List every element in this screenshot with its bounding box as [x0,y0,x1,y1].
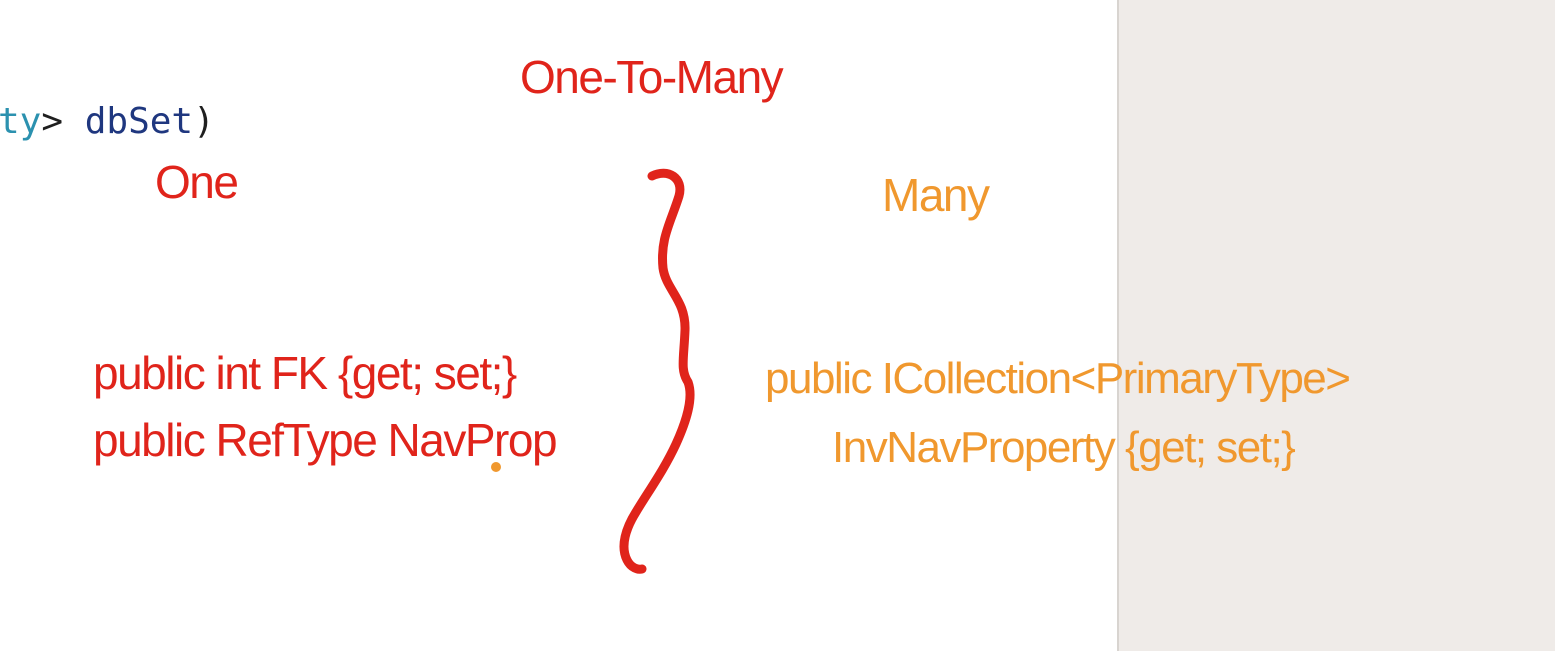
annotation-fk-property: public int FK {get; set;} [93,347,517,399]
annotation-many-label: Many [882,169,990,221]
annotation-one-label: One [155,156,239,208]
annotation-collection-type: public ICollection<PrimaryType> [765,354,1351,403]
code-gt-symbol: > [41,101,64,142]
code-paren: ) [193,101,215,142]
code-type-fragment: ty [0,101,42,142]
code-line-dbset: ty> dbSet) [0,100,215,144]
annotation-inverse-nav-property: InvNavProperty {get; set;} [832,423,1296,472]
annotation-title: One-To-Many [520,51,784,103]
code-editor-pane[interactable] [0,0,1117,651]
annotation-nav-property: public RefType NavProp [93,414,558,466]
code-identifier: dbSet [84,101,194,142]
side-panel [1117,0,1555,651]
